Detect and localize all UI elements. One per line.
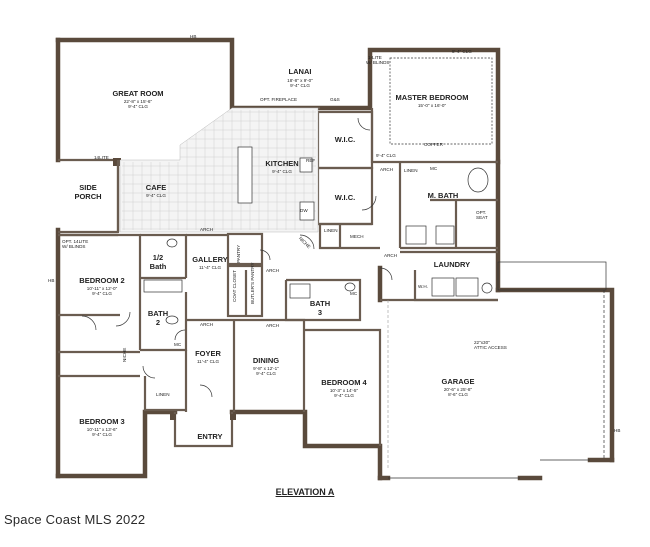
bedroom2-clg: 9'-4" CLG xyxy=(92,291,112,296)
note-ref: REF xyxy=(306,158,315,163)
entry-name: ENTRY xyxy=(197,432,222,441)
side-porch-name1: SIDE xyxy=(79,183,97,192)
dining-dim: 9'-8" x 12'-1" xyxy=(253,366,279,371)
entry-porch xyxy=(170,414,236,420)
note-arch-cafe: ARCH xyxy=(200,227,213,232)
note-opt-seat2: SEAT xyxy=(476,215,488,220)
note-14lite: 14LITE xyxy=(94,155,109,160)
note-hb-right: HB xyxy=(614,428,620,433)
laundry-name: LAUNDRY xyxy=(434,260,470,269)
note-hb-left: HB xyxy=(48,278,54,283)
bedroom4-clg: 9'-4" CLG xyxy=(334,393,354,398)
m-bath-name: M. BATH xyxy=(428,191,459,200)
bedroom3-dim: 10'-11" x 13'-6" xyxy=(87,427,118,432)
note-master-clg: 8'-4" CLG xyxy=(452,49,472,54)
master-coffer xyxy=(389,57,493,145)
mls-watermark: Space Coast MLS 2022 xyxy=(4,512,146,527)
dining-name: DINING xyxy=(253,356,279,365)
cafe-name: CAFE xyxy=(146,183,166,192)
elevation-title: ELEVATION A xyxy=(275,487,335,497)
master-bedroom-name: MASTER BEDROOM xyxy=(396,93,469,102)
note-coffer: COFFER xyxy=(424,142,444,147)
note-mc-bath3: MC xyxy=(350,291,358,296)
note-dw: DW xyxy=(300,208,308,213)
note-attic2: ATTIC ACCESS xyxy=(474,345,507,350)
garage-name: GARAGE xyxy=(442,377,475,386)
bedroom2-dim: 10'-11" x 12'-0" xyxy=(87,286,118,291)
note-mc-bath2: MC xyxy=(174,342,182,347)
plan-notes: HB HB HB 1-LITE W/ BLINDS 8'-4" CLG OPT.… xyxy=(48,34,620,433)
note-gas: G&S xyxy=(330,97,340,102)
lanai-dim: 18'-8" x 9'-0" xyxy=(287,78,313,83)
note-attic1: 22"x30" xyxy=(474,340,490,345)
note-coat-closet: COAT CLOSET xyxy=(232,270,237,302)
bedroom4-name: BEDROOM 4 xyxy=(321,378,367,387)
bath2-name1: BATH xyxy=(148,309,168,318)
bedroom3-name: BEDROOM 3 xyxy=(79,417,124,426)
room-labels: GREAT ROOM 22'-8" x 15'-6" 9'-4" CLG LAN… xyxy=(74,67,474,441)
note-clg-94: 9'-4" CLG xyxy=(376,153,396,158)
note-blinds: W/ BLINDS xyxy=(366,60,389,65)
note-opt-seat1: OPT. xyxy=(476,210,486,215)
foyer-clg: 11'-4" CLG xyxy=(197,359,220,364)
note-arch-wic: ARCH xyxy=(380,167,393,172)
note-niche-left: NICHE xyxy=(122,348,127,362)
note-arch-foyer: ARCH xyxy=(200,322,213,327)
great-room-dim: 22'-8" x 15'-6" xyxy=(124,99,153,104)
bedroom3-clg: 9'-4" CLG xyxy=(92,432,112,437)
wic2-name: W.I.C. xyxy=(335,193,355,202)
bedroom4-dim: 10'-3" x 14'-5" xyxy=(330,388,359,393)
lanai-name: LANAI xyxy=(289,67,312,76)
note-opt-blinds: W/ BLINDS xyxy=(62,244,85,249)
master-bedroom-dim: 15'-0" x 16'-0" xyxy=(418,103,447,108)
bedroom2-name: BEDROOM 2 xyxy=(79,276,124,285)
great-room-clg: 9'-4" CLG xyxy=(128,104,148,109)
note-arch-gallery: ARCH xyxy=(266,268,279,273)
note-opt-lite: OPT. 14LITE xyxy=(62,239,88,244)
note-hb-top: HB xyxy=(190,34,196,39)
dining-clg: 9'-4" CLG xyxy=(256,371,276,376)
bath-fixtures xyxy=(143,167,493,325)
note-arch-bath3: ARCH xyxy=(266,323,279,328)
garage-clg: 8'-6" CLG xyxy=(448,392,468,397)
bath2-name2: 2 xyxy=(156,318,160,327)
wic1-name: W.I.C. xyxy=(335,135,355,144)
kitchen-tile-floor xyxy=(119,107,319,233)
half-bath-name2: Bath xyxy=(150,262,167,271)
note-pantry: PANTRY xyxy=(236,245,241,263)
garage-doors xyxy=(387,261,607,479)
foyer-name: FOYER xyxy=(195,349,221,358)
note-arch-laundry: ARCH xyxy=(384,253,397,258)
note-linen-bed3: LINEN xyxy=(156,392,170,397)
bath3-name2: 3 xyxy=(318,308,322,317)
note-butlers-pantry: BUTLER'S PANTRY xyxy=(250,262,255,304)
great-room-name: GREAT ROOM xyxy=(112,89,163,98)
gallery-name: GALLERY xyxy=(192,255,228,264)
note-wh: W.H. xyxy=(418,284,428,289)
lanai-clg: 9'-4" CLG xyxy=(290,83,310,88)
note-opt-fireplace: OPT. FIREPLACE xyxy=(260,97,297,102)
gallery-clg: 11'-4" CLG xyxy=(199,265,222,270)
side-porch-name2: PORCH xyxy=(74,192,101,201)
door-swings xyxy=(81,117,393,398)
note-niche-kitchen: NICHE xyxy=(298,236,312,250)
bath3-name1: BATH xyxy=(310,299,330,308)
kitchen-fixtures xyxy=(237,146,315,221)
garage-dim: 20'-6" x 25'-8" xyxy=(444,387,473,392)
note-linen-mbath: LINEN xyxy=(404,168,418,173)
kitchen-name: KITCHEN xyxy=(265,159,298,168)
note-linen: LINEN xyxy=(324,228,338,233)
note-mech: MECH xyxy=(350,234,364,239)
note-1lite: 1-LITE xyxy=(368,55,382,60)
kitchen-clg: 9'-4" CLG xyxy=(272,169,292,174)
note-mc-mbath: MC xyxy=(430,166,438,171)
cafe-clg: 9'-4" CLG xyxy=(146,193,166,198)
half-bath-name1: 1/2 xyxy=(153,253,163,262)
